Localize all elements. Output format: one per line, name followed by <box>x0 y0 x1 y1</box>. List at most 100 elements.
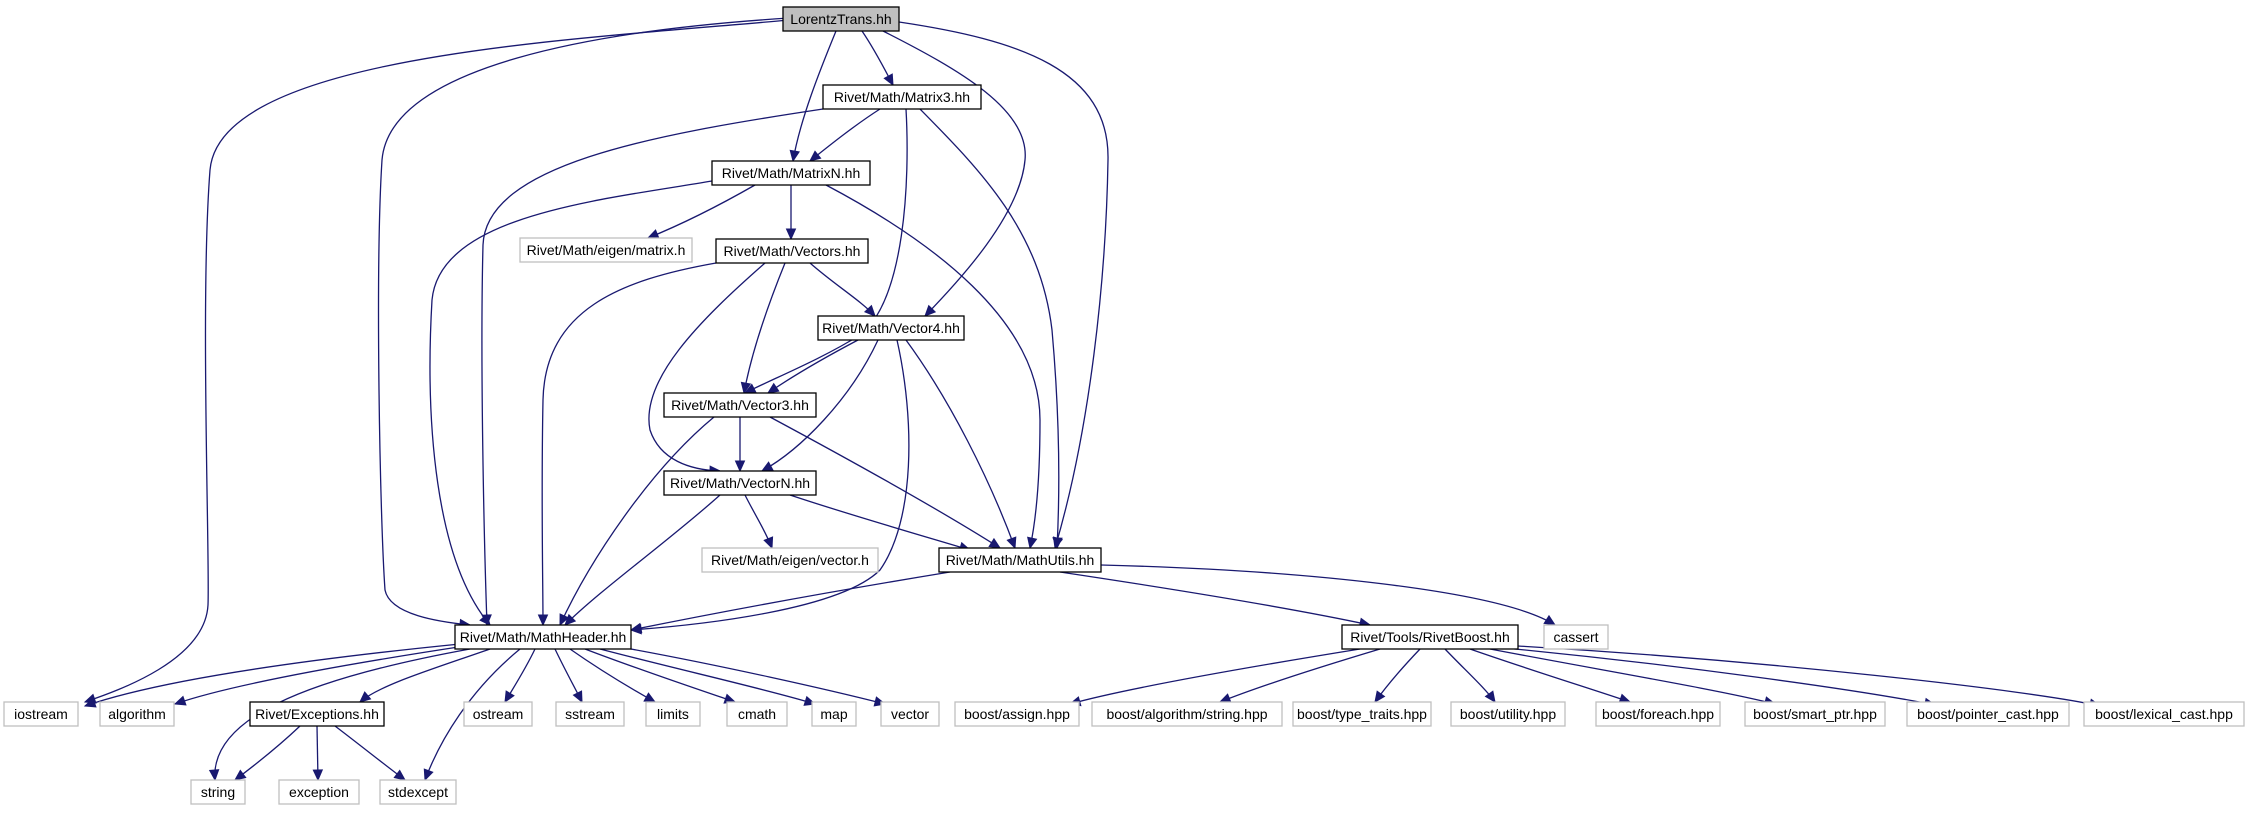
edge-line <box>630 571 951 631</box>
node-label: iostream <box>14 706 68 722</box>
node-label: Rivet/Math/MatrixN.hh <box>722 165 860 181</box>
node-label: Rivet/Math/Vector3.hh <box>671 397 809 413</box>
node-box <box>1595 701 1721 727</box>
node-box <box>278 779 360 805</box>
arrowhead-icon <box>789 149 800 163</box>
node-label: algorithm <box>108 706 166 722</box>
edge-vector3-to-mathheader <box>559 416 715 627</box>
node-stdexcept: stdexcept <box>379 779 457 805</box>
node-box <box>1292 701 1432 727</box>
node-label: Rivet/Math/eigen/matrix.h <box>527 242 686 258</box>
node-exceptions[interactable]: Rivet/Exceptions.hh <box>249 701 385 727</box>
node-label: Rivet/Math/eigen/vector.h <box>711 552 869 568</box>
edge-rivetboost-to-boost_smartptr <box>1489 648 1777 707</box>
node-boost-utility: boost/utility.hpp <box>1450 701 1566 727</box>
edge-mathheader-to-exceptions <box>359 648 491 703</box>
node-label: vector <box>891 706 929 722</box>
node-mathheader[interactable]: Rivet/Math/MathHeader.hh <box>454 624 632 650</box>
edge-rivetboost-to-boost_typetraits <box>1374 648 1421 703</box>
edge-line <box>809 108 881 162</box>
edge-vector4-to-mathutils <box>905 339 1017 550</box>
node-label: Rivet/Math/Matrix3.hh <box>834 89 970 105</box>
node-mathutils[interactable]: Rivet/Math/MathUtils.hh <box>938 547 1102 573</box>
arrowhead-icon <box>537 614 549 627</box>
node-box <box>782 6 900 32</box>
edge-matrixn-to-mathheader <box>429 180 713 626</box>
edge-vectorn-to-eigen_vector <box>744 494 774 550</box>
edge-line <box>769 416 1001 549</box>
edge-mathheader-to-stdexcept <box>423 648 521 782</box>
edge-vector3-to-vectorn <box>734 417 746 473</box>
arrowhead-icon <box>1543 614 1557 626</box>
edge-line <box>424 648 521 781</box>
edge-line <box>1504 647 1936 706</box>
node-box <box>954 701 1080 727</box>
node-label: boost/lexical_cast.hpp <box>2095 706 2233 722</box>
arrowhead-icon <box>208 769 220 782</box>
edge-mathheader-to-cmath <box>584 648 737 704</box>
edge-root-to-iostream <box>83 19 790 704</box>
edge-vectors-to-mathheader <box>537 262 717 627</box>
node-box <box>711 160 871 186</box>
edge-mathheader-to-algorithm <box>173 645 466 706</box>
edge-mathutils-to-rivetboost <box>1059 571 1372 628</box>
arrowhead-icon <box>423 768 434 782</box>
node-label: Rivet/Tools/RivetBoost.hh <box>1350 629 1510 645</box>
edge-line <box>898 21 1109 549</box>
edge-line <box>359 648 491 703</box>
node-label: ostream <box>473 706 524 722</box>
node-boost-typetraits: boost/type_traits.hpp <box>1292 701 1432 727</box>
node-vector: vector <box>880 701 940 727</box>
node-box <box>1091 701 1283 727</box>
node-eigen-matrix: Rivet/Math/eigen/matrix.h <box>519 237 693 263</box>
node-box <box>379 779 457 805</box>
node-matrixn[interactable]: Rivet/Math/MatrixN.hh <box>711 160 871 186</box>
node-vectorn[interactable]: Rivet/Math/VectorN.hh <box>663 470 817 496</box>
edge-root-to-mathheader <box>377 17 790 630</box>
node-label: boost/pointer_cast.hpp <box>1917 706 2059 722</box>
node-box <box>1744 701 1886 727</box>
node-label: exception <box>289 784 349 800</box>
arrowhead-icon <box>559 613 570 627</box>
node-label: Rivet/Math/MathHeader.hh <box>460 629 627 645</box>
node-limits: limits <box>645 701 701 727</box>
node-matrix3[interactable]: Rivet/Math/Matrix3.hh <box>822 84 982 110</box>
edge-line <box>1059 571 1371 626</box>
edge-line <box>1100 564 1556 626</box>
arrowhead-icon <box>883 73 894 87</box>
edge-mathutils-to-cassert <box>1100 564 1557 626</box>
node-box <box>463 701 533 727</box>
edge-matrixn-to-mathutils <box>825 184 1041 550</box>
node-vector4[interactable]: Rivet/Math/Vector4.hh <box>817 315 965 341</box>
node-box <box>1450 701 1566 727</box>
edge-vectors-to-vector3 <box>740 262 786 395</box>
node-iostream: iostream <box>3 701 79 727</box>
node-label: Rivet/Exceptions.hh <box>255 706 379 722</box>
edge-exceptions-to-stdexcept <box>334 725 406 781</box>
edge-line <box>647 184 756 239</box>
edge-line <box>1069 648 1361 705</box>
arrowhead-icon <box>763 536 774 550</box>
edge-vectorn-to-mathheader <box>564 494 721 626</box>
edge-line <box>84 643 461 707</box>
node-rivetboost[interactable]: Rivet/Tools/RivetBoost.hh <box>1341 624 1519 650</box>
arrowhead-icon <box>988 537 1002 549</box>
node-boost-pointercast: boost/pointer_cast.hpp <box>1906 701 2070 727</box>
edge-vector4-to-vector3 <box>766 339 859 394</box>
node-vectors[interactable]: Rivet/Math/Vectors.hh <box>715 238 869 264</box>
node-box <box>99 701 175 727</box>
edge-line <box>481 108 824 626</box>
node-box <box>880 701 940 727</box>
node-vector3[interactable]: Rivet/Math/Vector3.hh <box>663 392 817 418</box>
node-label: string <box>201 784 235 800</box>
node-root[interactable]: LorentzTrans.hh <box>782 6 900 32</box>
edge-vectorn-to-mathutils <box>789 494 972 553</box>
arrowhead-icon <box>740 381 752 395</box>
edge-line <box>1517 645 2101 707</box>
edge-line <box>767 339 859 394</box>
edges-layer <box>83 17 2102 782</box>
edge-line <box>174 645 466 705</box>
edge-exceptions-to-exception <box>312 725 324 782</box>
node-box <box>1543 624 1609 650</box>
